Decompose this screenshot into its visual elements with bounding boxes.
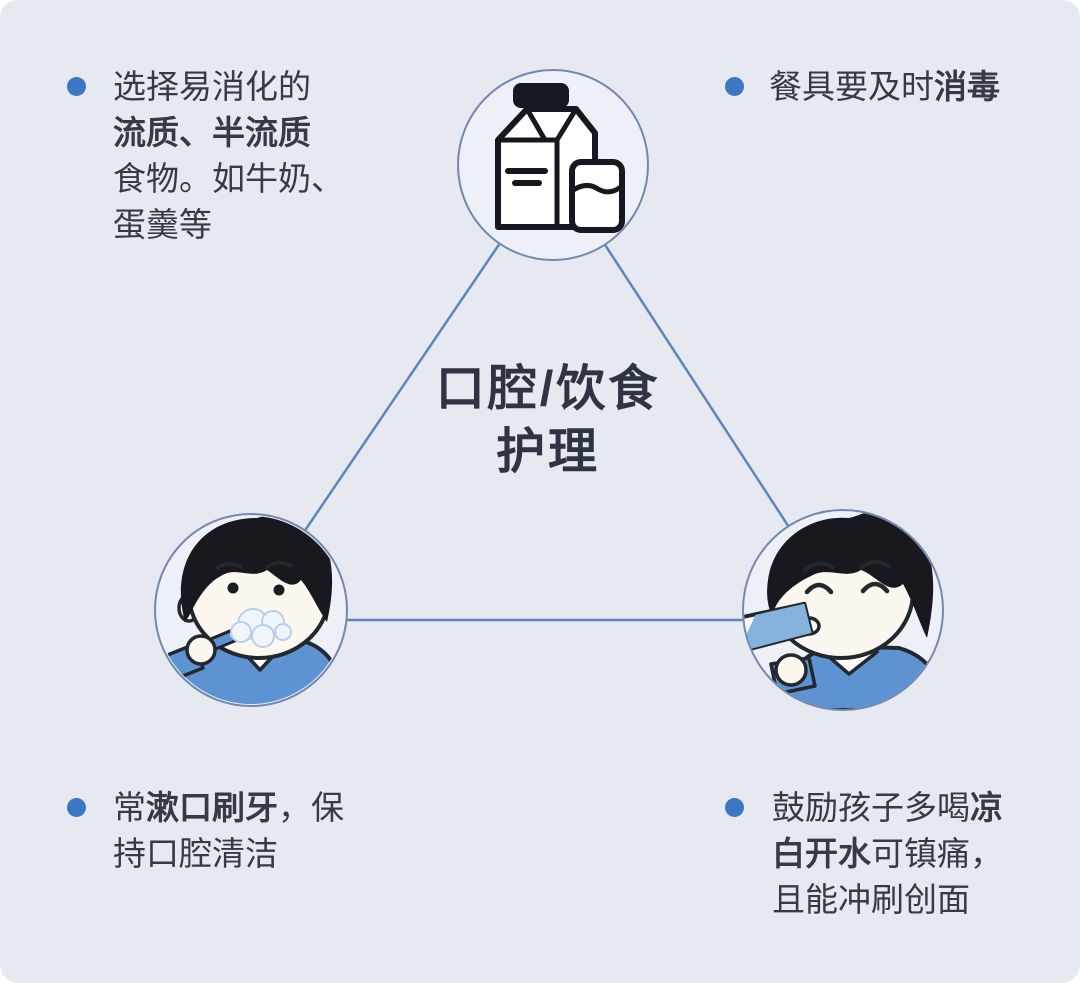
- boy1-toothpaste-foam: [230, 608, 292, 648]
- page-title-line2: 护理: [495, 425, 600, 479]
- boy1-hand: [185, 634, 217, 666]
- boy2-right-eye-closed: [860, 581, 890, 594]
- boy2-left-eye-closed: [804, 582, 834, 595]
- boy1-right-eyebrow: [265, 561, 293, 569]
- boy1-hair: [181, 516, 333, 622]
- bottom-right-circle-outline: [742, 509, 944, 711]
- boy2-hair: [767, 511, 934, 638]
- boy-drinking-water-icon: [744, 511, 942, 709]
- boy-brushing-teeth-icon: [158, 516, 345, 704]
- bullet-top-right: [725, 77, 744, 96]
- bullet-bottom-right: [725, 798, 744, 817]
- note-top-left: 选择易消化的流质、半流质食物。如牛奶、蛋羹等: [113, 68, 344, 243]
- circle-outlines: [154, 69, 944, 711]
- boy1-left-eyebrow: [215, 562, 243, 570]
- boy2-hand: [774, 653, 808, 687]
- bottom-left-circle-outline: [154, 513, 348, 707]
- boy2-hair-tuft: [889, 511, 905, 524]
- milk-carton-icon: [495, 83, 625, 233]
- top-circle-outline: [457, 69, 649, 261]
- boy2-right-eyebrow: [859, 559, 891, 570]
- note-bottom-right: 鼓励孩子多喝凉白开水可镇痛，且能冲刷创面: [772, 789, 1003, 918]
- boy2-water-cup: [744, 601, 814, 659]
- boy1-hair-tuft: [269, 516, 289, 518]
- boy1-right-eye: [273, 584, 285, 596]
- bullet-top-left: [67, 77, 86, 96]
- page-title: 口腔/饮食 护理: [436, 358, 661, 484]
- page-title-line1: 口腔/饮食: [435, 362, 661, 416]
- boy1-left-eye: [227, 582, 239, 594]
- note-top-right: 餐具要及时消毒: [769, 68, 1000, 105]
- note-bottom-left: 常漱口刷牙，保持口腔清洁: [113, 789, 344, 872]
- boy2-left-eyebrow: [803, 561, 835, 572]
- bullet-bottom-left: [67, 798, 86, 817]
